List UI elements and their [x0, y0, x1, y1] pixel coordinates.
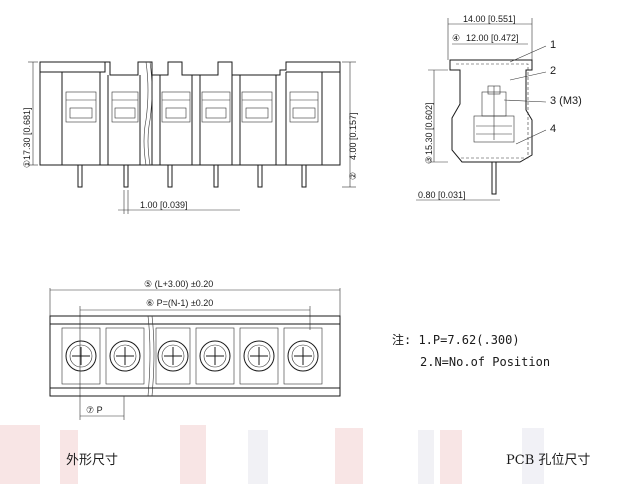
cross-section-view: 14.00 [0.551] ④ 12.00 [0.472] 15.30 [0.6… [416, 14, 582, 201]
footer-left: 外形尺寸 [66, 453, 118, 468]
notes: 注: 1.P=7.62(.300) 2.N=No.of Position [392, 332, 550, 369]
pitch-dimension: ⑥ P=(N-1) ±0.20 [146, 298, 213, 308]
side-pin-label: 4.00 [0.157] [348, 112, 358, 160]
callout-3: 3 (M3) [550, 95, 582, 107]
callout-4: 4 [550, 123, 556, 135]
cs-height-num: ③ [424, 156, 434, 164]
note-line-2: 2.N=No.of Position [420, 355, 550, 369]
side-screw-windows [65, 91, 319, 123]
side-pins [77, 164, 307, 188]
cs-top-width: 14.00 [0.551] [463, 14, 516, 24]
note-line-1: 注: 1.P=7.62(.300) [392, 332, 520, 347]
callout-1: 1 [550, 39, 556, 51]
side-small-pitch-label: 1.00 [0.039] [140, 200, 188, 210]
footer-right: PCB 孔位尺寸 [506, 453, 590, 468]
side-pin-num: ② [348, 172, 358, 180]
side-height-num: ① [22, 160, 32, 168]
screw-terminals [61, 327, 323, 385]
pitch-p-label: ⑦ P [86, 405, 103, 415]
cs-height-label: 15.30 [0.602] [424, 102, 434, 155]
side-view: 17.30 [0.681] ① 4.00 [0.157] ② 1.00 [0.0… [22, 61, 358, 214]
overall-dimension: ⑤ (L+3.00) ±0.20 [144, 279, 213, 289]
cs-inner-num: ④ [452, 33, 460, 43]
top-view: ⑤ (L+3.00) ±0.20 ⑥ P=(N-1) ±0.20 [49, 279, 341, 420]
side-height-label: 17.30 [0.681] [22, 107, 32, 160]
cs-pin-width: 0.80 [0.031] [418, 190, 466, 200]
callout-2: 2 [550, 65, 556, 77]
watermark [0, 425, 544, 484]
cs-inner-width: 12.00 [0.472] [466, 33, 519, 43]
